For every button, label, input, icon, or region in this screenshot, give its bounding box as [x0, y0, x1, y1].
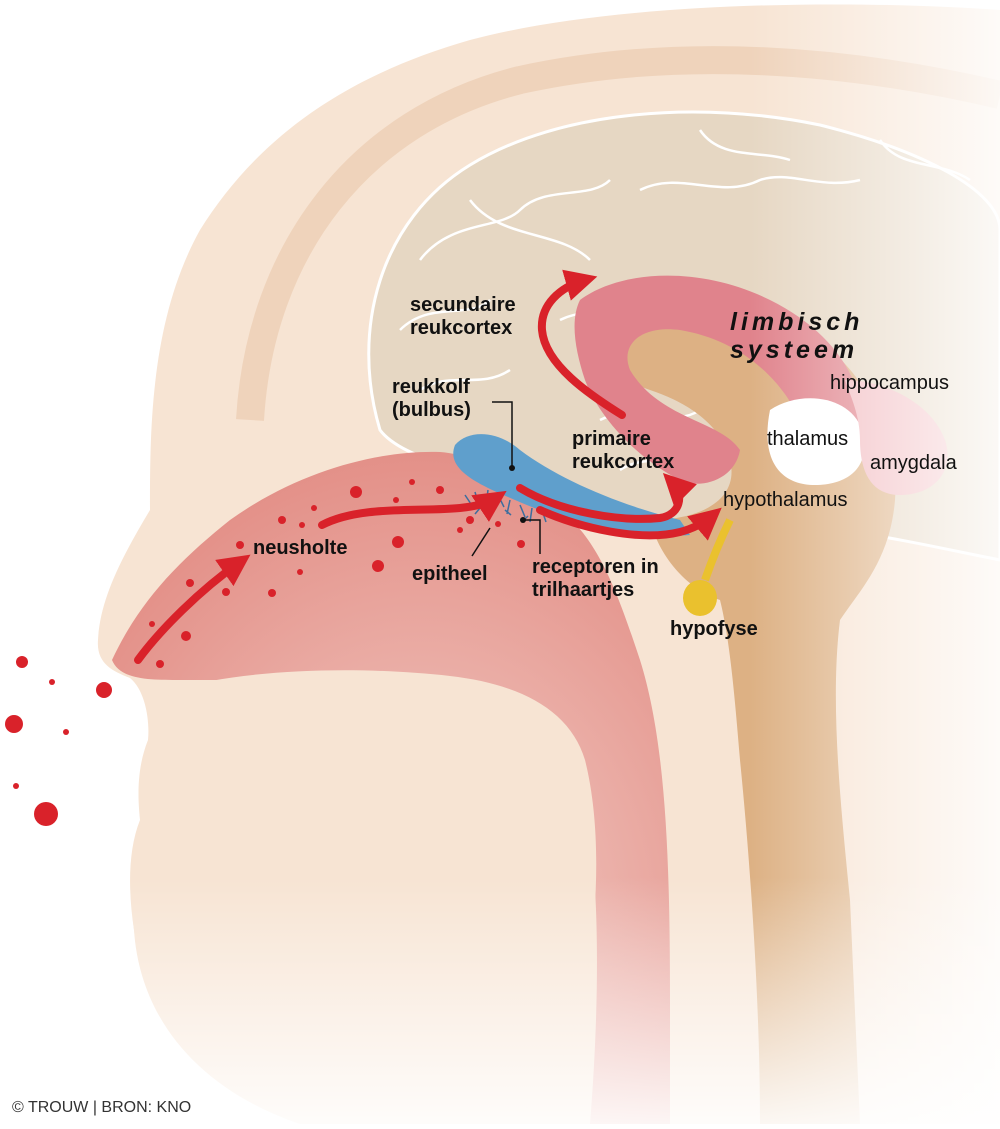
label-limbisch-systeem: limbisch systeem	[730, 308, 864, 364]
label-secundaire-reukcortex: secundaire reukcortex	[410, 294, 516, 339]
label-receptoren: receptoren in trilhaartjes	[532, 556, 659, 601]
label-hippocampus: hippocampus	[830, 372, 949, 394]
leader-lines	[471, 401, 541, 557]
label-neusholte: neusholte	[253, 537, 348, 559]
arrow-hypothalamus	[536, 506, 722, 541]
label-reukkolf: reukkolf (bulbus)	[392, 376, 471, 421]
label-hypofyse: hypofyse	[670, 618, 758, 640]
arrow-secondary	[537, 269, 626, 419]
arrow-cavity	[318, 490, 507, 529]
flow-arrows	[134, 269, 722, 664]
label-hypothalamus: hypothalamus	[723, 489, 848, 511]
arrow-primary	[516, 472, 697, 523]
label-primaire-reukcortex: primaire reukcortex	[572, 428, 675, 473]
credit-line: © TROUW | BRON: KNO	[12, 1099, 192, 1116]
label-epitheel: epitheel	[412, 563, 488, 585]
leader-dots	[509, 465, 526, 523]
arrow-nostril	[134, 554, 251, 664]
label-thalamus: thalamus	[767, 428, 849, 450]
label-amygdala: amygdala	[870, 452, 957, 474]
